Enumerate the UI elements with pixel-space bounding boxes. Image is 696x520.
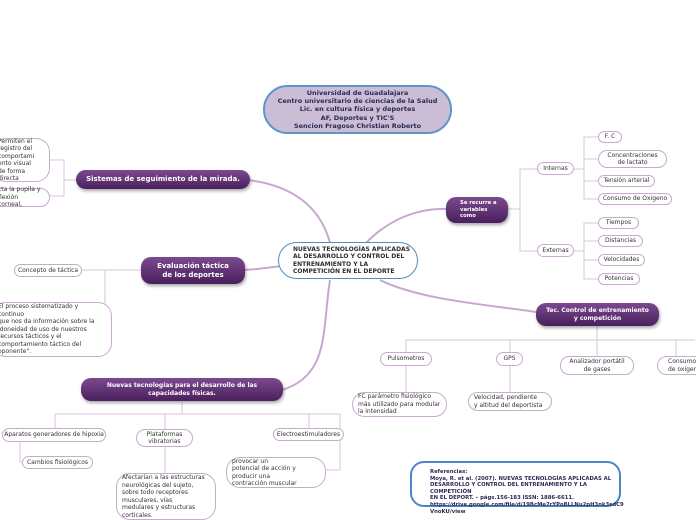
- central-topic[interactable]: NUEVAS TECNOLOGÍAS APLICADAS AL DESARROL…: [278, 242, 418, 279]
- branch-control-entrenamiento[interactable]: Tec. Control de entrenamiento y competic…: [536, 303, 659, 326]
- branch-evaluacion-tactica[interactable]: Evaluación táctica de los deportes: [141, 257, 245, 284]
- branch-nuevas-tecnologias-capacidades[interactable]: Nuevas tecnologías para el desarrollo de…: [81, 378, 283, 401]
- leaf-definicion-tactica[interactable]: El proceso sistematizado y continuo que …: [0, 302, 112, 357]
- leaf-gps-descripcion[interactable]: Velocidad, pendiente y altitud del depor…: [468, 392, 552, 411]
- leaf-consumo-oxigeno[interactable]: Consumo de Oxigeno: [598, 193, 672, 205]
- leaf-cambios-fisiologicos[interactable]: Cambios fisiológicos: [22, 456, 93, 469]
- references-box: Referencias: Moya, R. et al. (2007). NUE…: [410, 461, 624, 515]
- leaf-potencias[interactable]: Potencias: [598, 273, 640, 285]
- leaf-distancias[interactable]: Distancias: [598, 235, 643, 247]
- branch-variables[interactable]: Se recurre a variables como: [446, 197, 508, 223]
- leaf-plataformas-vibratorias[interactable]: Plataformas vibratorias: [136, 429, 193, 447]
- leaf-tension-arterial[interactable]: Tensión arterial: [598, 175, 655, 187]
- leaf-consumo-de-oxigeno[interactable]: Consumo de oxigen: [657, 356, 696, 375]
- leaf-plataformas-descripcion[interactable]: Afectarían a las estructuras neurológica…: [116, 473, 216, 520]
- leaf-analizador-gases[interactable]: Analizador portátil de gases: [560, 356, 634, 375]
- leaf-pulsometros[interactable]: Pulsometros: [380, 352, 432, 366]
- leaf-fc[interactable]: F. C: [598, 131, 622, 143]
- branch-sistemas-seguimiento[interactable]: Sistemas de seguimiento de la mirada.: [76, 170, 250, 189]
- leaf-velocidades[interactable]: Velocidades: [598, 254, 645, 266]
- leaf-concentraciones-lactato[interactable]: Concentraciones de lactato: [598, 150, 667, 168]
- leaf-pulsometros-descripcion[interactable]: FC parámetro fisiológico más utilizado p…: [352, 392, 447, 417]
- leaf-concepto-tactica[interactable]: Concepto de táctica: [14, 264, 82, 277]
- leaf-permiten-registro[interactable]: Permiten el registro del comportami ento…: [0, 138, 50, 182]
- leaf-internas[interactable]: Internas: [537, 162, 574, 175]
- leaf-pupila-corneal[interactable]: cta la pupila y flexión corneal,: [0, 186, 50, 208]
- leaf-electroestimuladores[interactable]: Electroestimuladores: [273, 428, 344, 441]
- leaf-electro-descripcion[interactable]: provocar un potencial de acción y produc…: [226, 457, 326, 488]
- header-title-box: Universidad de Guadalajara Centro univer…: [263, 85, 452, 134]
- leaf-tiempos[interactable]: Tiempos: [598, 217, 639, 229]
- leaf-gps[interactable]: GPS: [496, 352, 523, 366]
- leaf-aparatos-hipoxia[interactable]: Aparatos generadores de hipoxia: [2, 428, 106, 442]
- leaf-externas[interactable]: Externas: [537, 244, 574, 257]
